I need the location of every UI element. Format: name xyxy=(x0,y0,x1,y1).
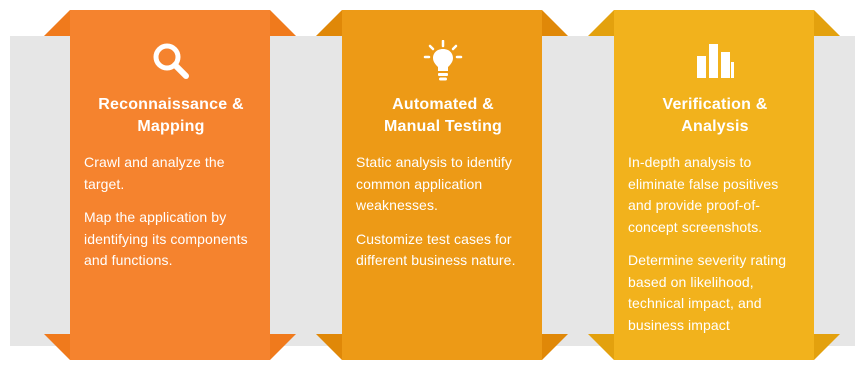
step-card-verification: Verification & Analysis In-depth analysi… xyxy=(614,10,814,360)
card-title: Automated & Manual Testing xyxy=(383,96,503,135)
card-paragraph: In-depth analysis to eliminate false pos… xyxy=(628,154,779,235)
card-1-fold-bottom-left xyxy=(44,334,70,360)
card-3-fold-bottom-left xyxy=(588,334,614,360)
card-3-fold-top-left xyxy=(588,10,614,36)
magnifier-icon xyxy=(84,38,258,84)
card-paragraph: Crawl and analyze the target. xyxy=(84,154,225,192)
bar-chart-icon xyxy=(628,38,802,84)
card-paragraph: Map the application by identifying its c… xyxy=(84,209,248,268)
lightbulb-icon xyxy=(356,38,530,84)
card-title: Verification & Analysis xyxy=(662,96,768,135)
card-2-fold-top-left xyxy=(316,10,342,36)
card-paragraph: Customize test cases for different busin… xyxy=(356,230,516,269)
card-1-fold-bottom-right xyxy=(270,334,296,360)
card-1-fold-top-right xyxy=(270,10,296,36)
card-paragraph: Static analysis to identify common appli… xyxy=(356,154,512,213)
card-2-fold-bottom-left xyxy=(316,334,342,360)
card-2-fold-top-right xyxy=(542,10,568,36)
card-title: Reconnaissance & Mapping xyxy=(98,96,244,135)
card-2-fold-bottom-right xyxy=(542,334,568,360)
card-1-fold-top-left xyxy=(44,10,70,36)
card-3-fold-top-right xyxy=(814,10,840,36)
step-card-reconnaissance: Reconnaissance & Mapping Crawl and analy… xyxy=(70,10,270,360)
step-card-testing: Automated & Manual Testing Static analys… xyxy=(342,10,542,360)
card-paragraph: Determine severity rating based on likel… xyxy=(628,252,787,333)
card-3-fold-bottom-right xyxy=(814,334,840,360)
